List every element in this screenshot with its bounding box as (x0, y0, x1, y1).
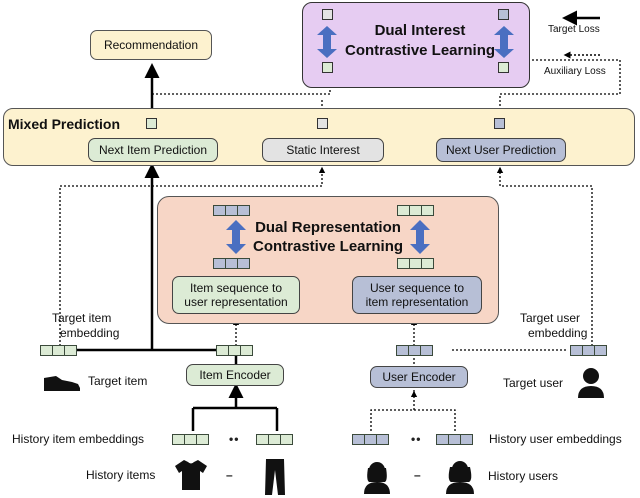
woman-user-icon-2 (446, 461, 474, 494)
history-user-ellipsis: •• (411, 432, 422, 446)
history-items-label: History items (86, 468, 156, 482)
static-interest-box: Static Interest (262, 138, 384, 162)
target-item-embedding-label-2: embedding (60, 326, 120, 340)
user-interest-square-top (498, 9, 509, 20)
bidirectional-arrow-user-icon (410, 220, 430, 254)
item-rep-embedding-bottom (213, 258, 250, 269)
legend-target-loss: Target Loss (548, 24, 600, 35)
pants-icon (265, 459, 285, 495)
user-to-item-line2: item representation (365, 295, 469, 309)
user-interest-square (498, 62, 509, 73)
dual-interest-title-1: Dual Interest (374, 22, 466, 39)
next-user-output-square (494, 118, 505, 129)
dual-interest-title-2: Contrastive Learning (344, 42, 496, 59)
legend-auxiliary-loss: Auxiliary Loss (544, 66, 606, 77)
target-user-label: Target user (503, 376, 564, 390)
next-item-prediction-box: Next Item Prediction (88, 138, 218, 162)
history-users-label: History users (488, 469, 559, 483)
shoe-icon (44, 376, 80, 391)
history-item-embedding-first (172, 434, 209, 445)
item-to-user-line1: Item sequence to (189, 280, 283, 295)
bidirectional-arrow-item-icon (226, 220, 246, 254)
history-user-embeddings-label: History user embeddings (489, 432, 622, 446)
target-user-embedding-label-2: embedding (528, 326, 588, 340)
target-user-embedding (570, 345, 607, 356)
dual-representation-title-1: Dual Representation (255, 219, 401, 236)
bidirectional-arrow-right-icon (494, 26, 514, 58)
dual-representation-title-2: Contrastive Learning (252, 238, 404, 255)
user-rep-embedding-bottom (397, 258, 434, 269)
history-item-ellipsis: •• (229, 432, 240, 446)
next-item-output-square (146, 118, 157, 129)
history-user-embedding-first (352, 434, 389, 445)
person-icon (578, 368, 604, 398)
item-encoder-box: Item Encoder (186, 364, 284, 386)
history-user-embedding-last (436, 434, 473, 445)
item-encoder-output-embedding (216, 345, 253, 356)
mixed-prediction-title: Mixed Prediction (8, 116, 121, 132)
target-item-embedding-label-1: Target item (52, 311, 112, 325)
user-encoder-output-embedding (396, 345, 433, 356)
dual-interest-panel (302, 2, 530, 88)
woman-user-icon (364, 462, 390, 494)
history-item-embedding-last (256, 434, 293, 445)
user-to-item-line1: User sequence to (369, 280, 465, 295)
target-item-embedding (40, 345, 77, 356)
item-to-user-line2: user representation (184, 295, 288, 309)
static-interest-square-top (322, 9, 333, 20)
tshirt-icon (175, 460, 207, 490)
target-user-embedding-label-1: Target user (520, 311, 581, 325)
user-rep-embedding-top (397, 205, 434, 216)
history-item-embeddings-label: History item embeddings (12, 432, 145, 446)
target-item-label: Target item (88, 374, 148, 388)
history-users-ellipsis: – (414, 468, 422, 482)
user-encoder-box: User Encoder (370, 366, 468, 388)
history-items-ellipsis: – (226, 468, 234, 482)
recommendation-box: Recommendation (90, 30, 212, 60)
next-user-prediction-box: Next User Prediction (436, 138, 566, 162)
bidirectional-arrow-left-icon (317, 26, 337, 58)
item-interest-square (322, 62, 333, 73)
item-rep-embedding-top (213, 205, 250, 216)
static-interest-square (317, 118, 328, 129)
